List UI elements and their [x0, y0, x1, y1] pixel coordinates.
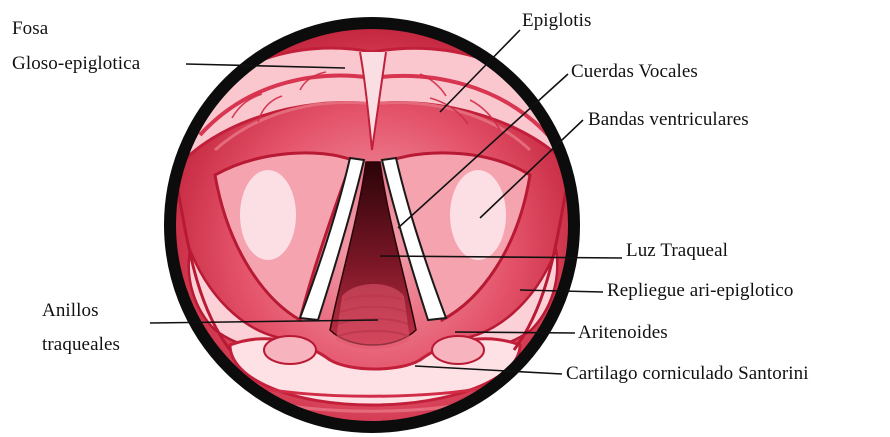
label-repliegue: Repliegue ari-epiglotico: [607, 280, 794, 302]
label-cuerdas-vocales: Cuerdas Vocales: [571, 61, 698, 83]
leader-aritenoides: [455, 332, 575, 333]
label-anillos-line2: traqueales: [42, 334, 120, 356]
label-anillos-line1: Anillos: [42, 300, 99, 322]
label-epiglotis: Epiglotis: [522, 10, 592, 32]
label-aritenoides: Aritenoides: [578, 322, 668, 344]
label-bandas-ventriculares: Bandas ventriculares: [588, 109, 749, 131]
label-fosa-line2: Gloso-epiglotica: [12, 53, 140, 75]
label-cartilago: Cartilago corniculado Santorini: [566, 363, 809, 385]
label-luz-traqueal: Luz Traqueal: [626, 240, 728, 262]
label-fosa-line1: Fosa: [12, 18, 48, 40]
